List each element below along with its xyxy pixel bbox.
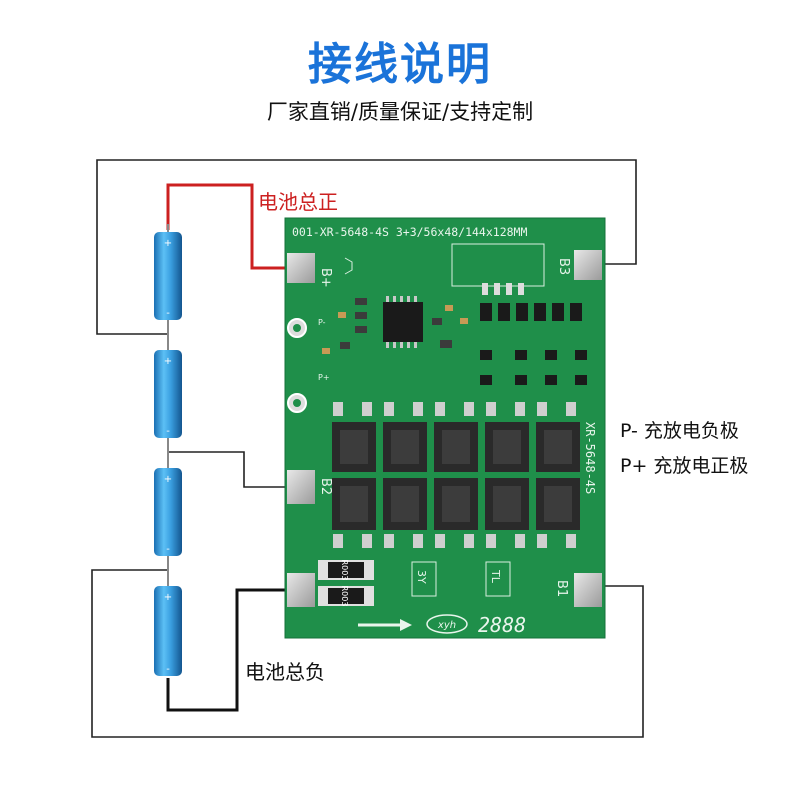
wire-b1 [91, 569, 644, 738]
svg-text:P+: P+ [318, 373, 330, 382]
page-title: 接线说明 [308, 39, 492, 90]
wiring [91, 159, 644, 738]
mosfet-row-bottom [332, 478, 580, 530]
battery-cell-4: + - [154, 556, 182, 676]
pad-bminus [287, 573, 315, 607]
label-battery-negative: 电池总负 [245, 660, 325, 684]
page-subtitle: 厂家直销/质量保证/支持定制 [266, 100, 534, 124]
svg-text:B1: B1 [554, 580, 569, 597]
battery-stack: + - + - + - + - [154, 224, 182, 676]
svg-text:-: - [166, 544, 170, 555]
pcb-board: 001-XR-5648-4S 3+3/56x48/144x128MM B+ B3… [284, 217, 606, 639]
svg-text:R003: R003 [340, 586, 349, 607]
svg-text:+: + [164, 356, 172, 367]
svg-text:-: - [166, 308, 170, 319]
pad-b2: B2 [287, 470, 333, 504]
svg-text:B+: B+ [318, 268, 333, 288]
board-top-silk: 001-XR-5648-4S 3+3/56x48/144x128MM [292, 225, 527, 239]
label-p-minus: P- 充放电负极 [620, 420, 739, 442]
battery-cell-2: + - [154, 320, 182, 438]
svg-text:B3: B3 [556, 258, 571, 275]
mosfet-row-top [332, 422, 580, 472]
svg-text:B2: B2 [318, 478, 333, 495]
svg-text:+: + [164, 474, 172, 485]
pad-b1: B1 [554, 573, 602, 607]
wire-battery-negative [166, 588, 287, 712]
pad-bplus: B+ [287, 253, 333, 288]
wire-b3 [96, 159, 637, 335]
svg-text:+: + [164, 238, 172, 249]
sense-resistors: R003 R003 [318, 560, 374, 607]
svg-text:-: - [166, 664, 170, 675]
svg-text:P-: P- [318, 318, 326, 327]
pad-b3: B3 [556, 250, 602, 280]
board-code: 2888 [478, 613, 526, 637]
board-logo: xyh [437, 620, 456, 631]
label-p-plus: P+ 充放电正极 [620, 455, 749, 477]
svg-text:-: - [166, 426, 170, 437]
svg-text:TL: TL [489, 569, 502, 584]
label-battery-positive: 电池总正 [258, 190, 338, 214]
wire-battery-positive [166, 183, 287, 270]
battery-cell-3: + - [154, 438, 182, 556]
svg-text:R003: R003 [340, 560, 349, 581]
svg-text:+: + [164, 592, 172, 603]
board-side-silk: XR-5648-4S [583, 422, 597, 494]
svg-text:3Y: 3Y [415, 570, 428, 584]
wire-b2 [168, 451, 287, 488]
battery-cell-1: + - [154, 224, 182, 320]
